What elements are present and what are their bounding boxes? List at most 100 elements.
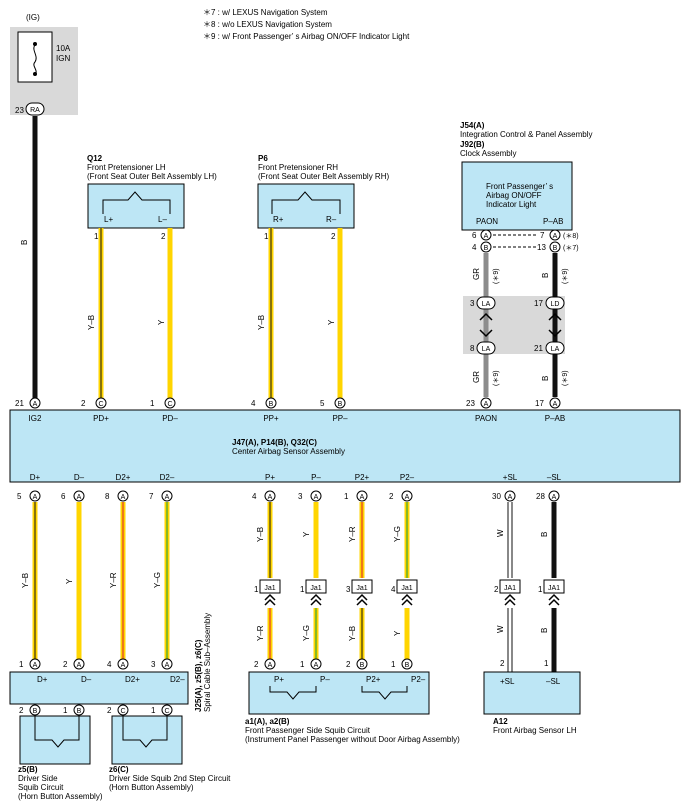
ecu-top-pin [265, 397, 277, 409]
ecu-top-pin-num: 23 [466, 399, 475, 408]
z6-code: z6(C) [109, 765, 129, 774]
pab-note-upper: (＊9) [562, 268, 569, 284]
q12-code: Q12 [87, 154, 103, 163]
ecu-top-pin [29, 397, 41, 409]
spiral-top-pin-conn: A [77, 662, 82, 669]
passenger-squib1 [269, 686, 317, 700]
jc-upper-left-conn: LA [482, 301, 491, 308]
fuse-icon [33, 44, 37, 76]
ecu-bottom-pin [264, 490, 276, 502]
spiral-bottom-pin-conn: C [120, 708, 125, 715]
indicator-pinA-conn: A [484, 233, 489, 240]
q12-term1: L+ [104, 215, 113, 224]
pass-bot-wire3: Y–B [348, 626, 357, 641]
pass-bot-wire2: Y–G [302, 625, 311, 641]
indicator-pinA-note: (＊8) [563, 233, 579, 240]
a12-wire1-lower: W [496, 625, 505, 633]
ecu-top-pin [164, 397, 176, 409]
passenger-box [248, 671, 430, 715]
spiral-bottom-pin [73, 704, 85, 716]
passenger-pin-conn: B [360, 662, 365, 669]
driver-wire4-color: Y–G [153, 572, 162, 588]
ecu-title: J47(A), P14(B), Q32(C) [232, 438, 317, 447]
q12-sub: (Front Seat Outer Belt Assembly LH) [87, 172, 217, 181]
a12-jc-label: JA1 [504, 585, 516, 592]
ecu-top-pin-num: 2 [81, 399, 86, 408]
paon-wire-color-lower: GR [472, 371, 481, 383]
passenger-wires: Y–B Y Y–R Y–G Y–R Y–G Y–B Y [256, 502, 410, 660]
indicator-line3: Indicator Light [486, 200, 537, 209]
ecu-top-pin-label: P–AB [545, 414, 565, 423]
p6-term2: R– [326, 215, 337, 224]
spiral-top-pin-conn: A [121, 662, 126, 669]
ecu-bottom-pin [401, 490, 413, 502]
passenger-jc-num: 3 [346, 585, 351, 594]
ecu-top-pin-label: PD– [162, 414, 178, 423]
spiral-top-pin [117, 658, 129, 670]
ecu-bottom-pin [117, 490, 129, 502]
spiral-top-pin-label: D+ [37, 675, 48, 684]
indicator-pinB-alt: 13 [537, 243, 546, 252]
ecu-top-pin-num: 5 [320, 399, 325, 408]
spiral-top-pin [161, 658, 173, 670]
ecu-top-pin-conn: A [553, 401, 558, 408]
p6-component: P6 Front Pretensioner RH (Front Seat Out… [257, 154, 389, 241]
pab-wire-color-lower: B [541, 376, 550, 381]
z5-sub1: Squib Circuit [18, 783, 64, 792]
indicator-term2: P–AB [543, 217, 563, 226]
z6-box [111, 715, 183, 765]
q12-box [87, 183, 185, 229]
q12-wire1-color: Y–B [87, 315, 96, 330]
ecu-bottom-pin-conn: A [314, 494, 319, 501]
driver-wire1-color: Y–B [21, 573, 30, 588]
ecu-bottom-pin-conn: A [508, 494, 513, 501]
fuse-block: (IG) 10A IGN 23 RA [10, 13, 78, 116]
ecu-bottom-pin-label: +SL [503, 473, 518, 482]
ecu-name: Center Airbag Sensor Assembly [232, 447, 345, 456]
notes: ＊7 : w/ LEXUS Navigation System ＊8 : w/o… [203, 8, 410, 41]
ecu-top-pin-label: PD+ [93, 414, 109, 423]
indicator-box [461, 161, 573, 231]
passenger-jc-label: Ja1 [356, 585, 367, 592]
a12-jc-arrow [548, 593, 560, 606]
ecu-bottom-pin-conn: A [552, 494, 557, 501]
passenger-pin [264, 658, 276, 670]
spiral-bottom-pin [117, 704, 129, 716]
z5-sub2: (Horn Button Assembly) [18, 792, 103, 801]
ecu-top-pin-label: PP+ [263, 414, 279, 423]
passenger-pin [401, 658, 413, 670]
indicator-pinB-num: 4 [472, 243, 477, 252]
jc-lower-left-num: 8 [470, 344, 475, 353]
ecu-top-pin-conn: B [269, 401, 274, 408]
z6-squib [122, 714, 168, 748]
passenger-jc-arrow [310, 593, 322, 606]
pass-top-wire3: Y–R [348, 526, 357, 542]
z6-sub: (Horn Button Assembly) [109, 783, 194, 792]
spiral-bottom-pin-num: 2 [107, 706, 112, 715]
a12-pin2-num: 1 [544, 659, 549, 668]
passenger-jc-num: 1 [300, 585, 305, 594]
p6-box [257, 183, 355, 229]
note-9: ＊9 : w/ Front Passenger’ s Airbag ON/OFF… [203, 32, 410, 41]
jc-upper-right-conn: LD [551, 301, 560, 308]
indicator-pinB-conn: B [484, 245, 489, 252]
jc-lower-right-conn: LA [551, 346, 560, 353]
ecu-box [9, 409, 681, 483]
a12-jc-num: 2 [494, 585, 499, 594]
a12-jc-label: JA1 [548, 585, 560, 592]
indicator-pinA-alt: 7 [540, 231, 545, 240]
a12-name: Front Airbag Sensor LH [493, 726, 577, 735]
q12-pin1: 1 [94, 232, 99, 241]
passenger-jc-label: Ja1 [264, 585, 275, 592]
spiral-box [9, 671, 189, 705]
a12-pin2-label: –SL [546, 677, 561, 686]
spiral-top-pin-conn: A [33, 662, 38, 669]
passenger-jc-box [396, 579, 418, 594]
a12-jc-arrow [504, 593, 516, 606]
